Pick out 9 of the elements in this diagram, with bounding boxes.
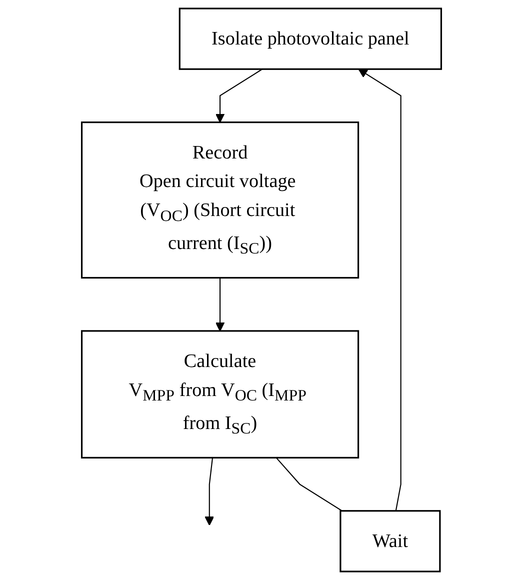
arrow bbox=[204, 458, 214, 526]
connector bbox=[276, 457, 342, 512]
arrow bbox=[215, 278, 225, 332]
arrow bbox=[358, 68, 402, 511]
node-box: Wait bbox=[340, 510, 441, 572]
node-box: Record Open circuit voltage (V$_{OC}$) (Short circuit current (I$_{SC}$)) bbox=[80, 122, 360, 279]
arrow bbox=[215, 68, 263, 123]
node-box: Isolate photovoltaic panel bbox=[178, 8, 442, 70]
node-box: Calculate V$_{MPP}$ from V$_{OC}$ (I$_{MPP}$ from I$_{SC}$) bbox=[80, 330, 360, 458]
